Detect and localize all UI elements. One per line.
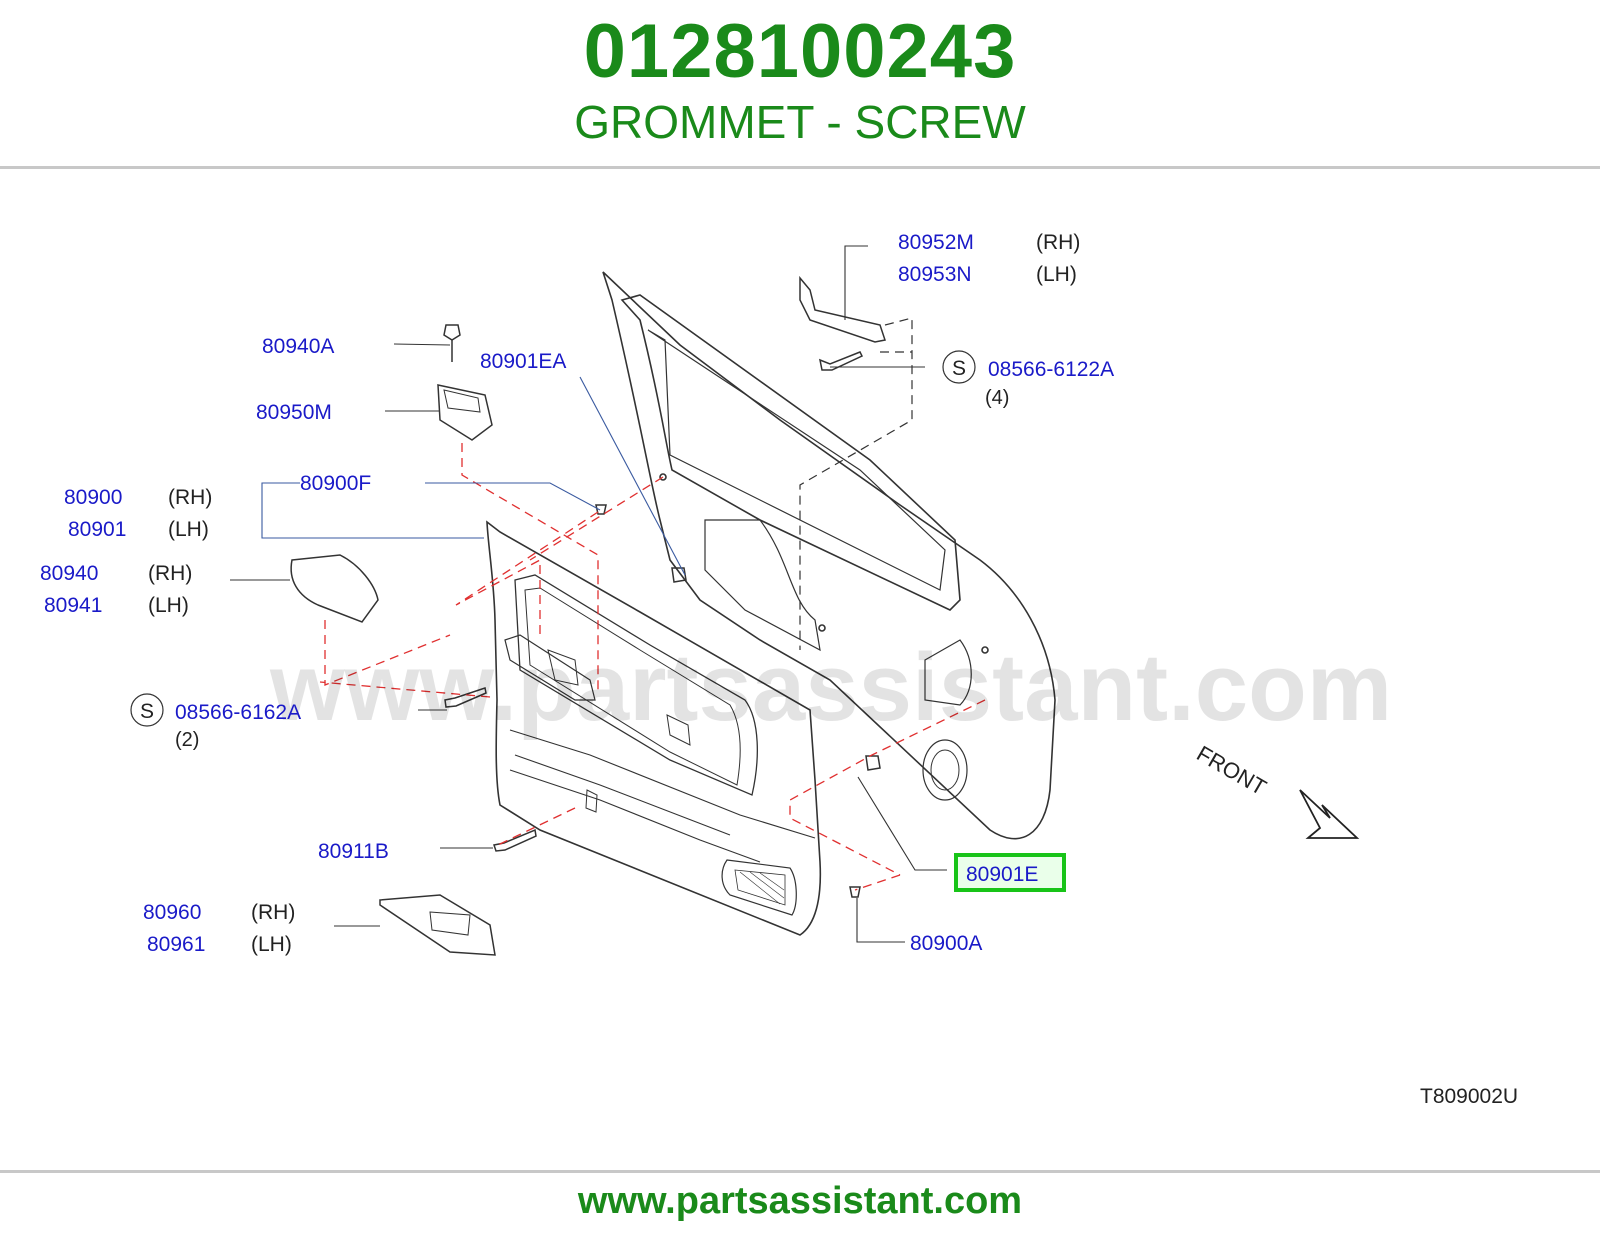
- side-lh-80901: (LH): [168, 518, 209, 541]
- side-lh-80941: (LH): [148, 594, 189, 617]
- page-header: 0128100243 GROMMET - SCREW: [0, 0, 1600, 168]
- quantity-4: (4): [985, 387, 1009, 409]
- footer-divider: [0, 1170, 1600, 1173]
- highlight-box: [954, 853, 1066, 892]
- watermark: www.partsassistant.com: [269, 634, 1392, 741]
- callout-80901E-highlighted[interactable]: 80901E: [966, 863, 1038, 886]
- drawing-code: T809002U: [1420, 1085, 1518, 1108]
- small-parts-drawing: [290, 275, 886, 956]
- part-name: GROMMET - SCREW: [574, 96, 1026, 148]
- part-number: 0128100243: [583, 9, 1017, 94]
- side-rh-80960: (RH): [251, 901, 295, 924]
- callout-80900[interactable]: 80900: [64, 486, 122, 509]
- side-lh-80953N: (LH): [1036, 263, 1077, 286]
- standard-mark-circle: [942, 350, 976, 384]
- standard-mark-circle-2: [130, 693, 164, 727]
- callout-80911B[interactable]: 80911B: [318, 840, 389, 863]
- callout-80901[interactable]: 80901: [68, 518, 126, 541]
- frame-dashed-lines: [799, 317, 913, 650]
- callout-80950M[interactable]: 80950M: [256, 401, 332, 424]
- callout-08566-6122A[interactable]: 08566-6122A: [988, 358, 1114, 381]
- standard-mark-s: S: [952, 357, 966, 380]
- standard-mark-s-2: S: [140, 700, 154, 723]
- callout-80900F[interactable]: 80900F: [300, 472, 371, 495]
- door-trim-panel-drawing: [486, 520, 822, 936]
- door-shell-drawing: [602, 271, 1056, 840]
- side-lh-80961: (LH): [251, 933, 292, 956]
- front-label: FRONT: [1193, 741, 1271, 801]
- callout-08566-6162A[interactable]: 08566-6162A: [175, 701, 301, 724]
- callout-80960[interactable]: 80960: [143, 901, 201, 924]
- callout-80941[interactable]: 80941: [44, 594, 102, 617]
- callout-80940A[interactable]: 80940A: [262, 335, 334, 358]
- leader-lines: [230, 245, 947, 943]
- quantity-2: (2): [175, 729, 199, 751]
- side-rh-80940: (RH): [148, 562, 192, 585]
- callout-80940[interactable]: 80940: [40, 562, 98, 585]
- callout-80900A[interactable]: 80900A: [910, 932, 982, 955]
- footer-url-link[interactable]: www.partsassistant.com: [577, 1180, 1023, 1222]
- front-arrow-icon: [1299, 789, 1360, 839]
- blue-leader-lines: [261, 376, 686, 576]
- side-rh-80900: (RH): [168, 486, 212, 509]
- callout-80961[interactable]: 80961: [147, 933, 205, 956]
- callout-80952M[interactable]: 80952M: [898, 231, 974, 254]
- assembly-dashed-lines: [319, 443, 986, 891]
- callout-80901EA[interactable]: 80901EA: [480, 350, 566, 373]
- callout-80953N[interactable]: 80953N: [898, 263, 972, 286]
- header-divider: [0, 166, 1600, 169]
- side-rh-80952M: (RH): [1036, 231, 1080, 254]
